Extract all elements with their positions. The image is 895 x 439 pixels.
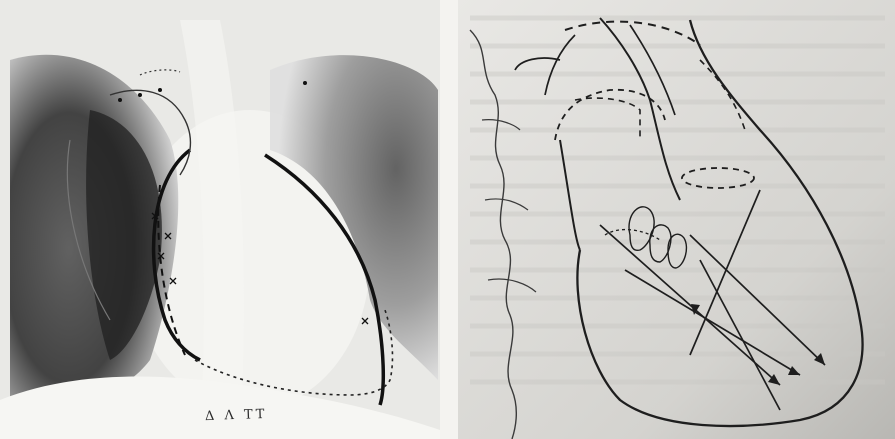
handwritten-label: Δ Λ ΤΤ xyxy=(205,407,268,424)
left-panel xyxy=(0,0,440,439)
gutter xyxy=(440,0,458,439)
right-panel xyxy=(458,0,895,439)
